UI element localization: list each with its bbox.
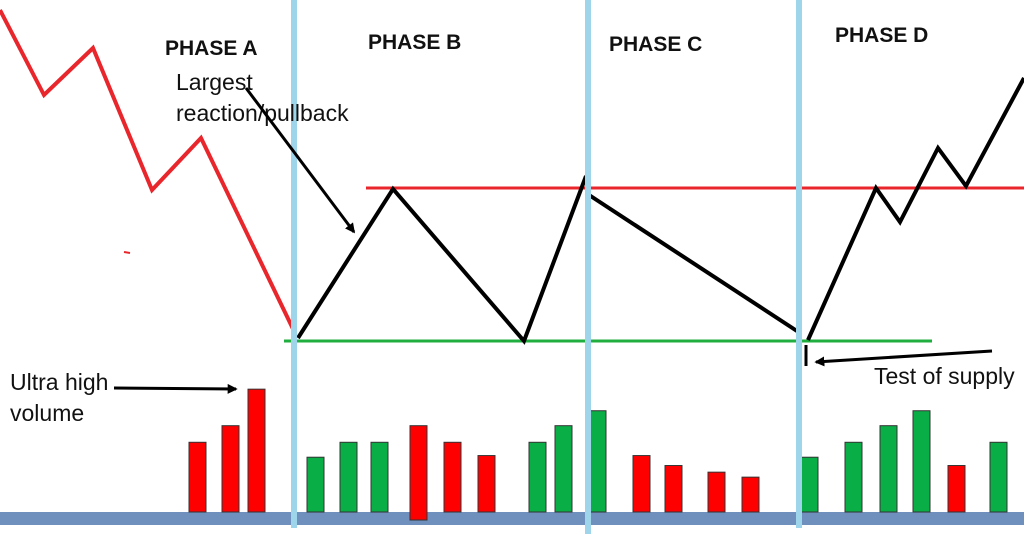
- volume-bar-5: [339, 441, 358, 513]
- phase-b-label: PHASE B: [368, 31, 461, 54]
- largest-reaction-label-line2: reaction/pullback: [176, 100, 349, 126]
- volume-bar-20: [912, 410, 931, 513]
- volume-bar-8: [443, 441, 462, 513]
- test-of-supply-arrow: [814, 349, 993, 367]
- phase-divider-cd: [796, 0, 802, 528]
- volume-bar-3: [247, 388, 266, 513]
- volume-bar-7: [409, 425, 428, 521]
- test-of-supply-label: Test of supply: [874, 363, 1015, 389]
- volume-bar-6: [370, 441, 389, 513]
- ultra-high-volume-label-line2: volume: [10, 400, 84, 426]
- volume-bar-12: [588, 410, 607, 513]
- volume-bar-13: [632, 455, 651, 513]
- volume-bar-9: [477, 455, 496, 513]
- largest-reaction-arrow: [244, 87, 356, 234]
- volume-baseline: [0, 512, 1024, 525]
- volume-bar-22: [989, 441, 1008, 513]
- phase-a-label: PHASE A: [165, 37, 258, 60]
- volume-bar-1: [188, 441, 207, 513]
- phase-divider-ab: [291, 0, 297, 528]
- volume-bar-18: [844, 441, 863, 513]
- price-path-markup: [806, 77, 1024, 341]
- volume-bar-21: [947, 465, 966, 513]
- volume-bar-11: [554, 425, 573, 513]
- ultra-high-volume-label-line1: Ultra high: [10, 369, 108, 395]
- price-path-spring: [584, 191, 802, 335]
- phase-d-label: PHASE D: [835, 24, 928, 47]
- volume-bar-2: [221, 425, 240, 513]
- volume-bars: [188, 388, 1008, 521]
- phase-c-label: PHASE C: [609, 33, 702, 56]
- ultra-high-volume-arrow: [113, 383, 238, 394]
- volume-bar-17: [800, 456, 819, 513]
- volume-bar-10: [528, 441, 547, 513]
- volume-bar-19: [879, 425, 898, 513]
- volume-bar-15: [707, 471, 726, 513]
- volume-bar-14: [664, 465, 683, 513]
- price-path-range: [296, 175, 588, 345]
- largest-reaction-label-line1: Largest: [176, 69, 253, 95]
- volume-bar-16: [741, 476, 760, 513]
- phase-divider-bc: [585, 0, 591, 534]
- stray-mark: [123, 251, 131, 254]
- downtrend-line: [0, 9, 296, 332]
- volume-bar-4: [306, 456, 325, 513]
